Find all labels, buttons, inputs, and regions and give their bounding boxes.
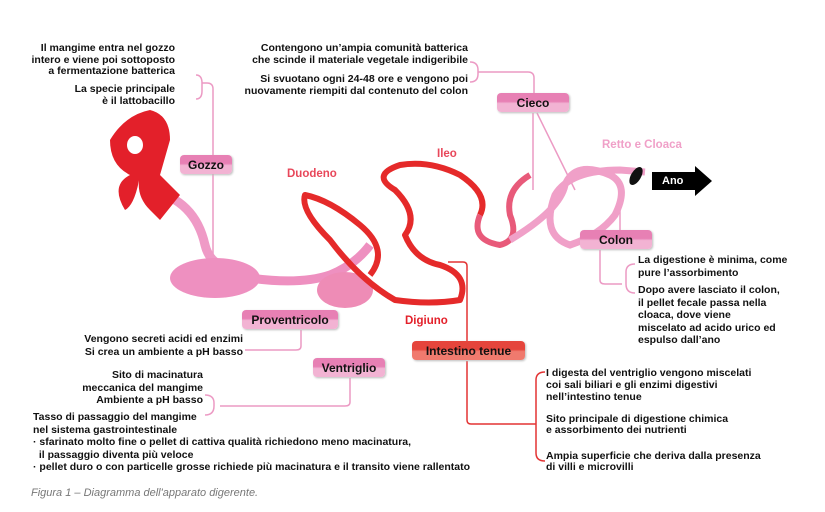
- ano-label: Ano: [662, 175, 684, 187]
- intestino-note-3: Ampia superficie che deriva dalla presen…: [546, 450, 761, 473]
- colon-label: Colon: [580, 230, 652, 249]
- retto-cloaca-label: Retto e Cloaca: [602, 139, 682, 151]
- cieco-note-2: Si svuotano ogni 24-48 ore e vengono poi…: [244, 73, 468, 97]
- intestino-tenue-label: Intestino tenue: [412, 341, 525, 360]
- chicken-head-icon: [110, 110, 180, 220]
- intestino-note-1: I digesta del ventriglio vengono miscela…: [546, 367, 752, 403]
- colon-note-2: Dopo avere lasciato il colon,il pellet f…: [638, 284, 780, 346]
- duodeno-label: Duodeno: [287, 168, 337, 180]
- proventricolo-label: Proventricolo: [242, 310, 338, 329]
- connectors-red: [448, 261, 546, 462]
- digiuno-label: Digiuno: [405, 315, 448, 327]
- gozzo-label: Gozzo: [180, 155, 232, 174]
- connectors-pink: [195, 61, 636, 416]
- cieco-label: Cieco: [497, 93, 569, 112]
- figure-caption: Figura 1 – Diagramma dell'apparato diger…: [31, 487, 259, 499]
- ano-arrow-icon: [652, 166, 712, 196]
- ileo-label: Ileo: [437, 148, 457, 160]
- digestive-tract: [110, 110, 712, 308]
- ventriglio-label: Ventriglio: [313, 358, 385, 377]
